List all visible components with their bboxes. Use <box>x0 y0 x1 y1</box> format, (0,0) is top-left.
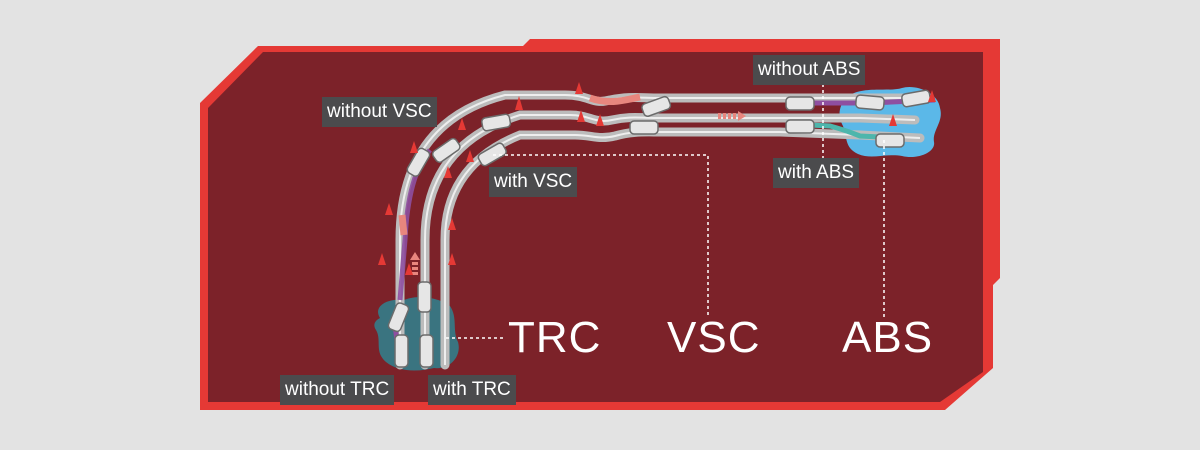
car-abs-top-2 <box>855 94 885 111</box>
system-vsc: VSC <box>667 313 761 362</box>
car-vsc-top <box>481 113 512 132</box>
car-vsc-mid <box>431 137 461 163</box>
car-abs-top-3 <box>901 89 932 108</box>
car-trc-left <box>394 334 409 368</box>
cone-icon <box>466 150 474 162</box>
cone-icon <box>577 110 585 122</box>
cone-icon <box>515 96 523 110</box>
car-trc-right <box>419 334 434 368</box>
car-skid <box>641 95 672 117</box>
cone-icon <box>405 263 413 275</box>
label-with-trc: with TRC <box>428 375 516 405</box>
label-without-vsc: without VSC <box>322 97 437 127</box>
label-without-abs: without ABS <box>753 55 866 85</box>
cone-icon <box>596 114 604 126</box>
car-vsc-inner <box>477 142 507 167</box>
cone-icon <box>928 90 936 102</box>
car-trc-front <box>417 281 432 313</box>
car-icons <box>387 89 932 368</box>
cone-icon <box>448 253 456 265</box>
cone-icon <box>889 114 897 126</box>
cone-icon <box>378 253 386 265</box>
car-vsc-outer <box>406 147 431 177</box>
cone-icon <box>410 141 418 153</box>
cone-icon <box>444 166 452 178</box>
traffic-cones <box>378 82 936 275</box>
guide-lines <box>446 78 885 339</box>
label-without-trc: without TRC <box>280 375 395 405</box>
cone-icon <box>458 118 466 130</box>
cone-icon <box>448 218 456 230</box>
label-with-vsc: with VSC <box>489 167 578 197</box>
cone-icon <box>575 82 583 94</box>
skid-mark-vsc <box>398 214 408 236</box>
path-with-abs <box>809 122 901 141</box>
cone-icon <box>385 203 393 215</box>
direction-arrow-vertical <box>410 252 420 275</box>
car-abs-bottom-1 <box>785 119 815 134</box>
car-abs-top-1 <box>785 96 815 111</box>
car-trc-slide <box>387 302 410 333</box>
system-trc: TRC <box>508 313 602 362</box>
label-with-abs: with ABS <box>773 158 860 188</box>
skid-mark-curve <box>588 93 641 106</box>
direction-arrow-horizontal <box>718 111 746 121</box>
system-abs: ABS <box>842 313 934 362</box>
car-abs-bottom-2 <box>875 133 905 148</box>
car-straight <box>629 120 659 135</box>
